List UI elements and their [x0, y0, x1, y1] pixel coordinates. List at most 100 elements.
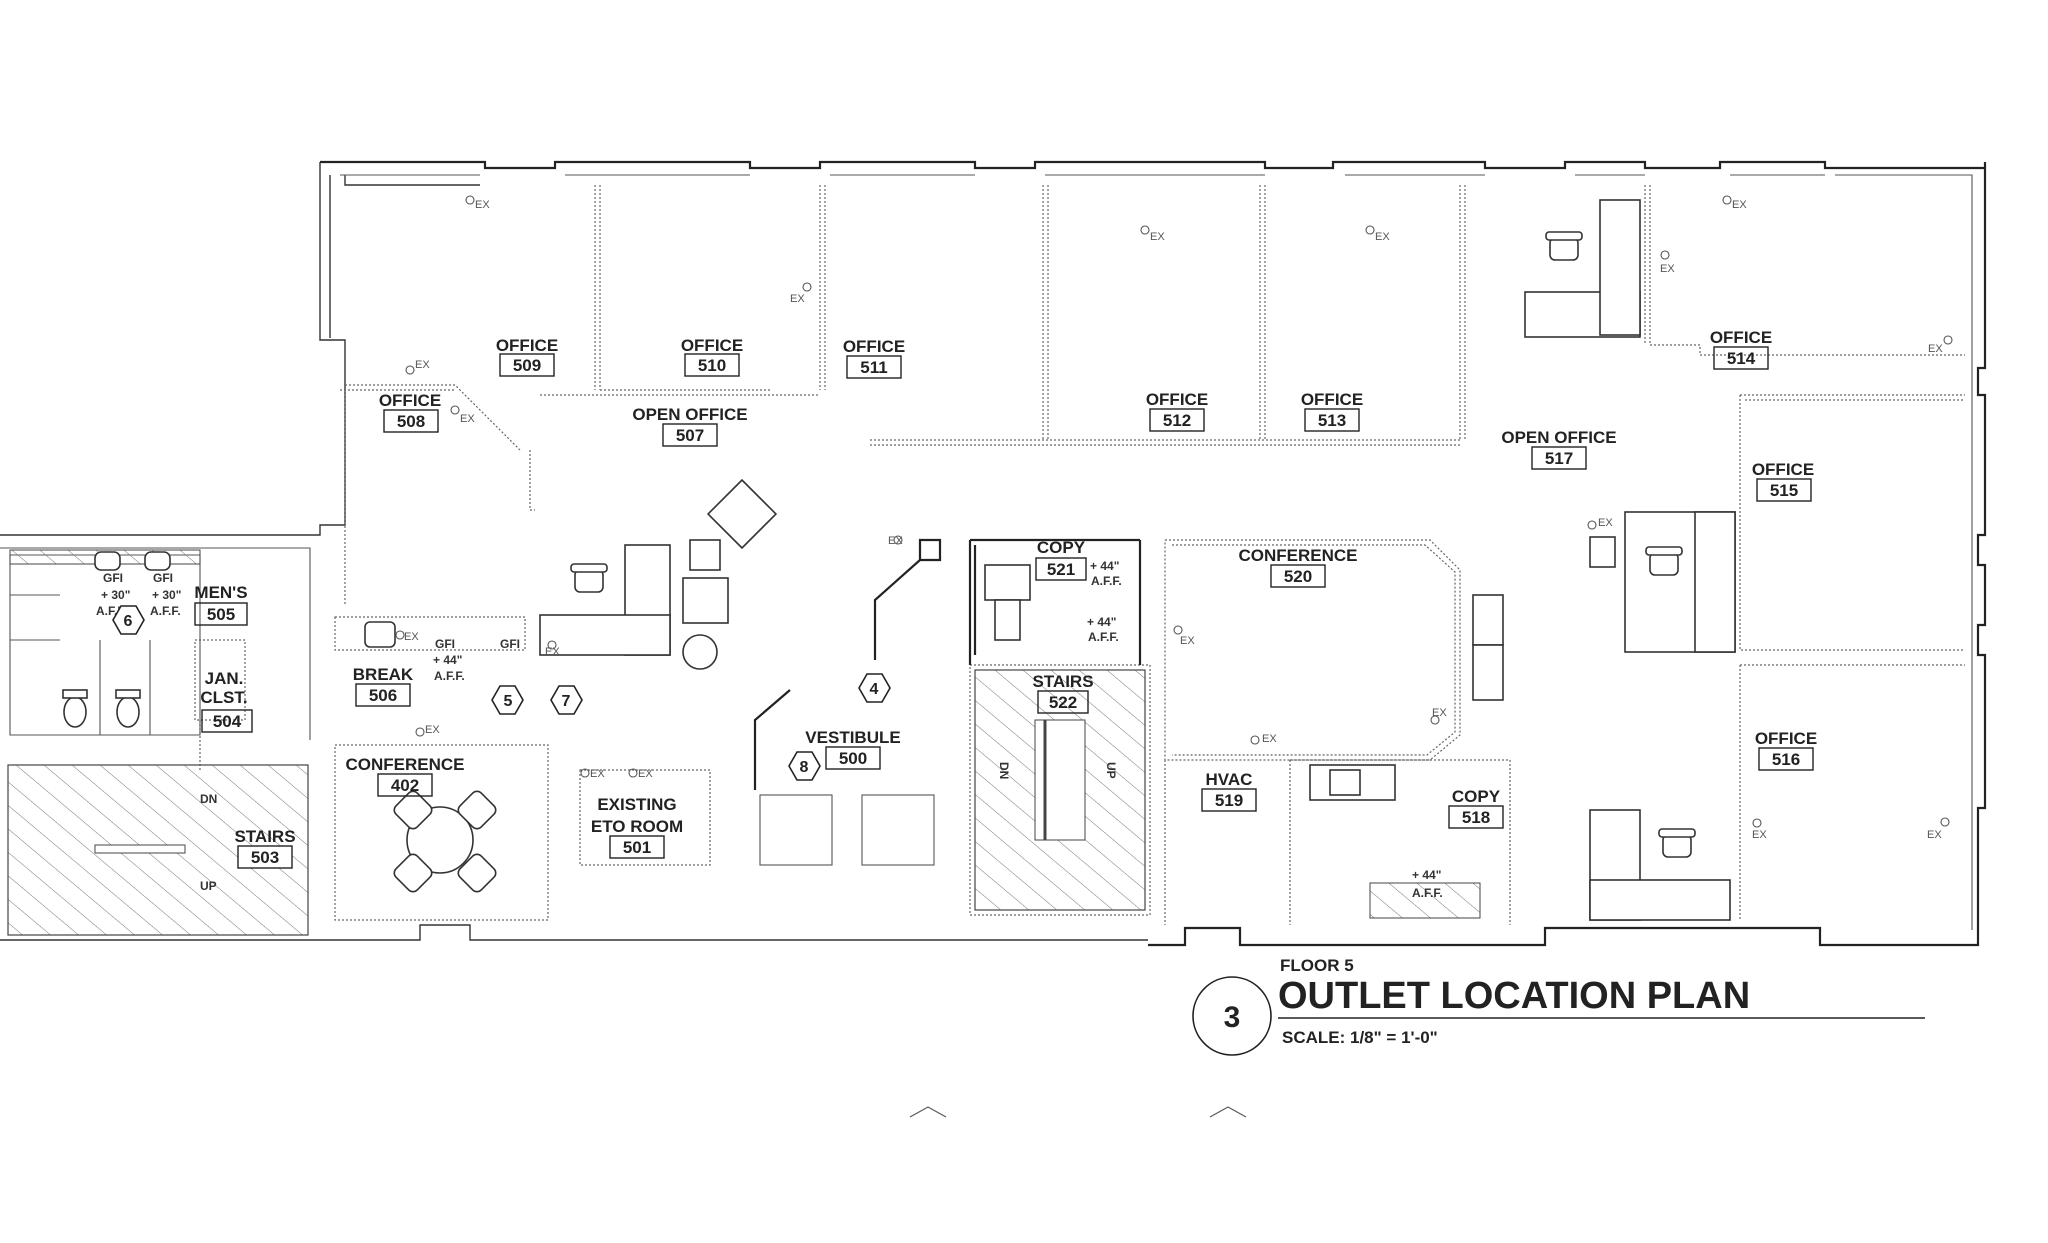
- ex-label: EX: [1432, 707, 1447, 719]
- room-name: COPY: [1452, 787, 1501, 806]
- tag-4: 4: [858, 673, 891, 703]
- exterior-walls: [0, 160, 1987, 947]
- ex-label: EX: [1375, 231, 1390, 243]
- title-block: 3 FLOOR 5 OUTLET LOCATION PLAN SCALE: 1/…: [1192, 956, 1925, 1056]
- room-name: BREAK: [353, 665, 414, 684]
- room-name: COPY: [1037, 538, 1086, 557]
- ex-label: EX: [1927, 829, 1942, 841]
- room-number: 402: [391, 776, 419, 795]
- toilet-icon: [62, 689, 88, 728]
- chair-icon: [1545, 231, 1583, 261]
- room-516: OFFICE 516: [1755, 729, 1817, 771]
- ex-label: EX: [415, 359, 430, 371]
- sheet-marks: [909, 1106, 1247, 1118]
- room-501: EXISTING ETO ROOM 501: [591, 795, 683, 859]
- room-name: VESTIBULE: [805, 728, 900, 747]
- room-number: 513: [1318, 411, 1346, 430]
- room-name: OFFICE: [1301, 390, 1363, 409]
- svg-text:4: 4: [870, 681, 879, 698]
- ex-label: EX: [590, 768, 605, 780]
- room-511: OFFICE 511: [843, 337, 905, 379]
- drawing-number: 3: [1224, 1001, 1241, 1034]
- ex-label: EX: [1180, 635, 1195, 647]
- room-name: OFFICE: [379, 391, 441, 410]
- aff-height-note: + 44": [1090, 559, 1119, 573]
- ex-label: EX: [638, 768, 653, 780]
- room-name-line1: EXISTING: [597, 795, 676, 814]
- ex-label: EX: [425, 724, 440, 736]
- room-402: CONFERENCE 402: [345, 755, 465, 797]
- room-513: OFFICE 513: [1301, 390, 1363, 432]
- room-510: OFFICE 510: [681, 336, 743, 377]
- ex-label: EX: [1150, 231, 1165, 243]
- room-name: OPEN OFFICE: [1501, 428, 1616, 447]
- tag-markers: 4 5 6 7 8: [112, 605, 891, 781]
- room-name: STAIRS: [234, 827, 295, 846]
- room-name: STAIRS: [1032, 672, 1093, 691]
- furniture: [9, 199, 1736, 921]
- room-505: MEN'S 505: [194, 583, 248, 626]
- room-number: 508: [397, 412, 425, 431]
- room-number: 517: [1545, 449, 1573, 468]
- room-name-line2: ETO ROOM: [591, 817, 683, 836]
- room-name: OFFICE: [1752, 460, 1814, 479]
- ex-label: EX: [475, 199, 490, 211]
- room-number: 510: [698, 356, 726, 375]
- svg-text:8: 8: [800, 759, 809, 776]
- svg-text:7: 7: [562, 693, 571, 710]
- aff-note: A.F.F.: [1088, 630, 1119, 644]
- room-name: OFFICE: [1755, 729, 1817, 748]
- room-509: OFFICE 509: [496, 336, 558, 377]
- aff-height-note: + 30": [152, 588, 181, 602]
- room-504: JAN. CLST. 504: [200, 669, 253, 733]
- ex-label: EX: [1262, 733, 1277, 745]
- room-500: VESTIBULE 500: [805, 728, 901, 770]
- aff-height-note: + 44": [433, 653, 462, 667]
- room-name-line2: CLST.: [200, 688, 247, 707]
- room-number: 514: [1727, 349, 1756, 368]
- room-517: OPEN OFFICE 517: [1501, 428, 1617, 470]
- room-name: MEN'S: [194, 583, 247, 602]
- room-number: 507: [676, 426, 704, 445]
- room-labels: OFFICE 509 OFFICE 510 OFFICE 511 OFFICE …: [194, 328, 1817, 869]
- room-number: 504: [213, 712, 242, 731]
- svg-text:5: 5: [504, 693, 513, 710]
- aff-height-note: + 44": [1412, 868, 1441, 882]
- room-522: STAIRS 522: [1032, 672, 1094, 714]
- stair-down-label: DN: [997, 762, 1011, 779]
- room-number: 515: [1770, 481, 1798, 500]
- ex-markers: EX EX EX EX EX EX EX EX EX EX EX EX EX E…: [395, 195, 1953, 841]
- room-number: 519: [1215, 791, 1243, 810]
- stair-up-label: UP: [200, 879, 217, 893]
- tag-7: 7: [550, 685, 583, 715]
- aff-note: A.F.F.: [434, 669, 465, 683]
- room-name: CONFERENCE: [345, 755, 464, 774]
- aff-note: A.F.F.: [1412, 886, 1443, 900]
- drawing-title: OUTLET LOCATION PLAN: [1278, 975, 1750, 1017]
- room-number: 521: [1047, 560, 1075, 579]
- ex-label: EX: [1660, 263, 1675, 275]
- ex-label: EX: [404, 631, 419, 643]
- room-519: HVAC 519: [1201, 770, 1257, 812]
- interior-partitions: [9, 185, 1965, 925]
- room-number: 522: [1049, 693, 1077, 712]
- room-518: COPY 518: [1448, 787, 1504, 829]
- ex-label: EX: [545, 646, 560, 658]
- chair-icon: [1658, 828, 1696, 858]
- room-number: 520: [1284, 567, 1312, 586]
- room-name: OFFICE: [1710, 328, 1772, 347]
- aff-height-note: + 30": [101, 588, 130, 602]
- ex-label: EX: [888, 535, 903, 547]
- room-515: OFFICE 515: [1752, 460, 1814, 502]
- scale-note: SCALE: 1/8" = 1'-0": [1282, 1028, 1438, 1047]
- stair-down-label: DN: [200, 792, 217, 806]
- gfi-label: GFI: [103, 571, 123, 585]
- tag-6: 6: [112, 605, 145, 635]
- room-number: 503: [251, 848, 279, 867]
- room-name: OFFICE: [1146, 390, 1208, 409]
- room-name: OPEN OFFICE: [632, 405, 747, 424]
- chair-icon: [1645, 546, 1683, 576]
- toilet-icon: [115, 689, 141, 728]
- gfi-label: GFI: [153, 571, 173, 585]
